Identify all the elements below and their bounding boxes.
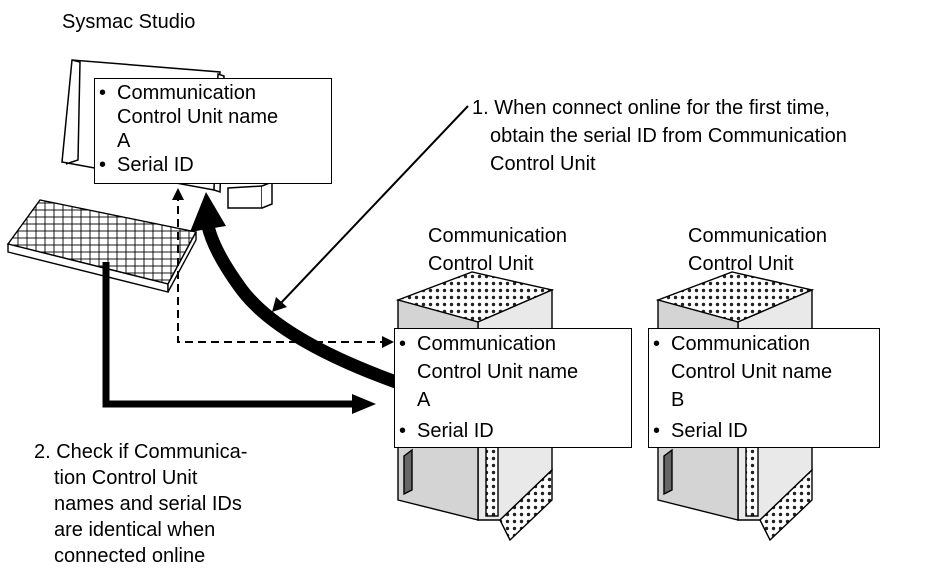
step2-line4: are identical when xyxy=(54,519,216,541)
unit-a-serial-label: Serial ID xyxy=(417,420,494,442)
pc-box-name-line2: Control Unit name xyxy=(117,106,279,128)
step1-line3: Control Unit xyxy=(490,153,596,175)
dashed-arrowhead-right xyxy=(382,336,394,348)
check-arrow xyxy=(102,262,360,408)
unit-a-name-value: A xyxy=(417,389,431,411)
unit-b-title-line1: Communication xyxy=(688,225,827,247)
check-arrowhead xyxy=(352,394,376,414)
unit-a-info-box: • Communication Control Unit name A • Se… xyxy=(394,328,632,448)
unit-a-title-line2: Control Unit xyxy=(428,253,534,275)
unit-a-bullet-2: • xyxy=(399,420,407,442)
dashed-arrowhead-up xyxy=(172,188,184,200)
serial-id-transfer-arrowhead xyxy=(190,192,226,232)
pc-box-name-line1: Communication xyxy=(117,82,256,104)
pc-info-box: • Communication Control Unit name A • Se… xyxy=(94,78,332,184)
pc-label: Sysmac Studio xyxy=(62,11,196,33)
step2-line2: tion Control Unit xyxy=(54,467,198,489)
unit-b-info-box: • Communication Control Unit name B • Se… xyxy=(648,328,880,448)
step2-line3: names and serial IDs xyxy=(54,493,242,515)
unit-a-name-line1: Communication xyxy=(417,333,556,355)
pc-box-serial-label: Serial ID xyxy=(117,154,194,176)
unit-a-title-line1: Communication xyxy=(428,225,567,247)
unit-a-name-line2: Control Unit name xyxy=(417,361,579,383)
unit-a-bullet-1: • xyxy=(399,333,407,355)
pc-box-bullet-2: • xyxy=(99,154,107,176)
step1-pointer-line xyxy=(279,105,469,305)
unit-b-name-value: B xyxy=(671,389,685,411)
serial-id-transfer-arrow xyxy=(201,224,399,389)
unit-b-bullet-2: • xyxy=(653,420,661,442)
step2-line5: connected online xyxy=(54,545,206,567)
unit-b-bullet-1: • xyxy=(653,333,661,355)
step1-line2: obtain the serial ID from Communication xyxy=(490,125,847,147)
unit-b-serial-label: Serial ID xyxy=(671,420,748,442)
unit-b-title-line2: Control Unit xyxy=(688,253,794,275)
step1-pointer-arrowhead xyxy=(272,297,287,312)
pc-box-name-value: A xyxy=(117,130,131,152)
step2-line1: 2. Check if Communica- xyxy=(34,441,248,463)
unit-b-name-line1: Communication xyxy=(671,333,810,355)
step1-line1: 1. When connect online for the first tim… xyxy=(472,97,830,119)
pc-box-bullet-1: • xyxy=(99,82,107,104)
unit-b-name-line2: Control Unit name xyxy=(671,361,833,383)
keyboard xyxy=(6,199,198,293)
